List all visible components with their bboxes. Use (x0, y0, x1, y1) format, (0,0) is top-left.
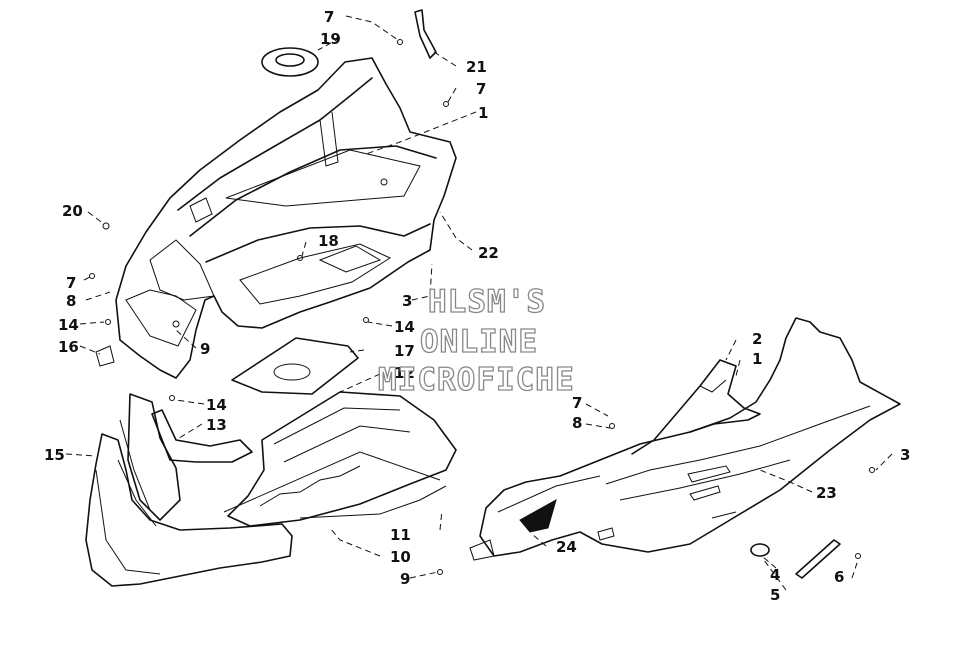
callout-label: 3 (900, 446, 910, 464)
callout-label: 5 (770, 586, 780, 604)
callout-label: 23 (816, 484, 837, 502)
plate (231, 337, 359, 395)
callout-label: 21 (466, 58, 487, 76)
callout-label: 16 (58, 338, 79, 356)
callout-labels: 7 19 21 7 1 20 18 22 7 8 3 14 14 9 16 17… (44, 8, 910, 604)
callout-label: 24 (556, 538, 577, 556)
belly-pan-lower (469, 317, 901, 561)
callout-label: 14 (206, 396, 227, 414)
callout-label: 17 (394, 342, 415, 360)
seal-ring (261, 47, 319, 77)
bracket (414, 9, 437, 59)
callout-label: 19 (320, 30, 341, 48)
callout-label: 7 (66, 274, 76, 292)
callout-label: 14 (58, 316, 79, 334)
callout-label: 14 (394, 318, 415, 336)
watermark: HLSM'S ONLINE MICROFICHE (377, 283, 575, 398)
callout-label: 7 (324, 8, 334, 26)
callout-label: 10 (390, 548, 411, 566)
fasteners (89, 39, 875, 575)
watermark-line-1: HLSM'S (428, 284, 546, 320)
callout-label: 6 (834, 568, 844, 586)
callout-label: 1 (478, 104, 488, 122)
callout-label: 20 (62, 202, 83, 220)
leader-lines (65, 15, 893, 591)
callout-label: 7 (572, 394, 582, 412)
callout-label: 8 (572, 414, 582, 432)
callout-label: 3 (402, 292, 412, 310)
callout-label: 4 (770, 566, 780, 584)
callout-label: 15 (44, 446, 65, 464)
callout-label: 12 (394, 364, 415, 382)
floor-pan (223, 391, 457, 527)
belly-pan-upper (115, 57, 457, 379)
trim-strip (795, 539, 841, 579)
callout-label: 11 (390, 526, 411, 544)
callout-label: 7 (476, 80, 486, 98)
watermark-line-3: MICROFICHE (378, 362, 575, 398)
callout-label: 9 (400, 570, 410, 588)
callout-label: 2 (752, 330, 762, 348)
oval-grommet (750, 543, 770, 557)
callout-label: 18 (318, 232, 339, 250)
callout-label: 13 (206, 416, 227, 434)
callout-label: 8 (66, 292, 76, 310)
bumper-assembly (85, 393, 293, 587)
callout-label: 1 (752, 350, 762, 368)
callout-label: 9 (200, 340, 210, 358)
watermark-line-2: ONLINE (420, 324, 538, 360)
callout-label: 22 (478, 244, 499, 262)
